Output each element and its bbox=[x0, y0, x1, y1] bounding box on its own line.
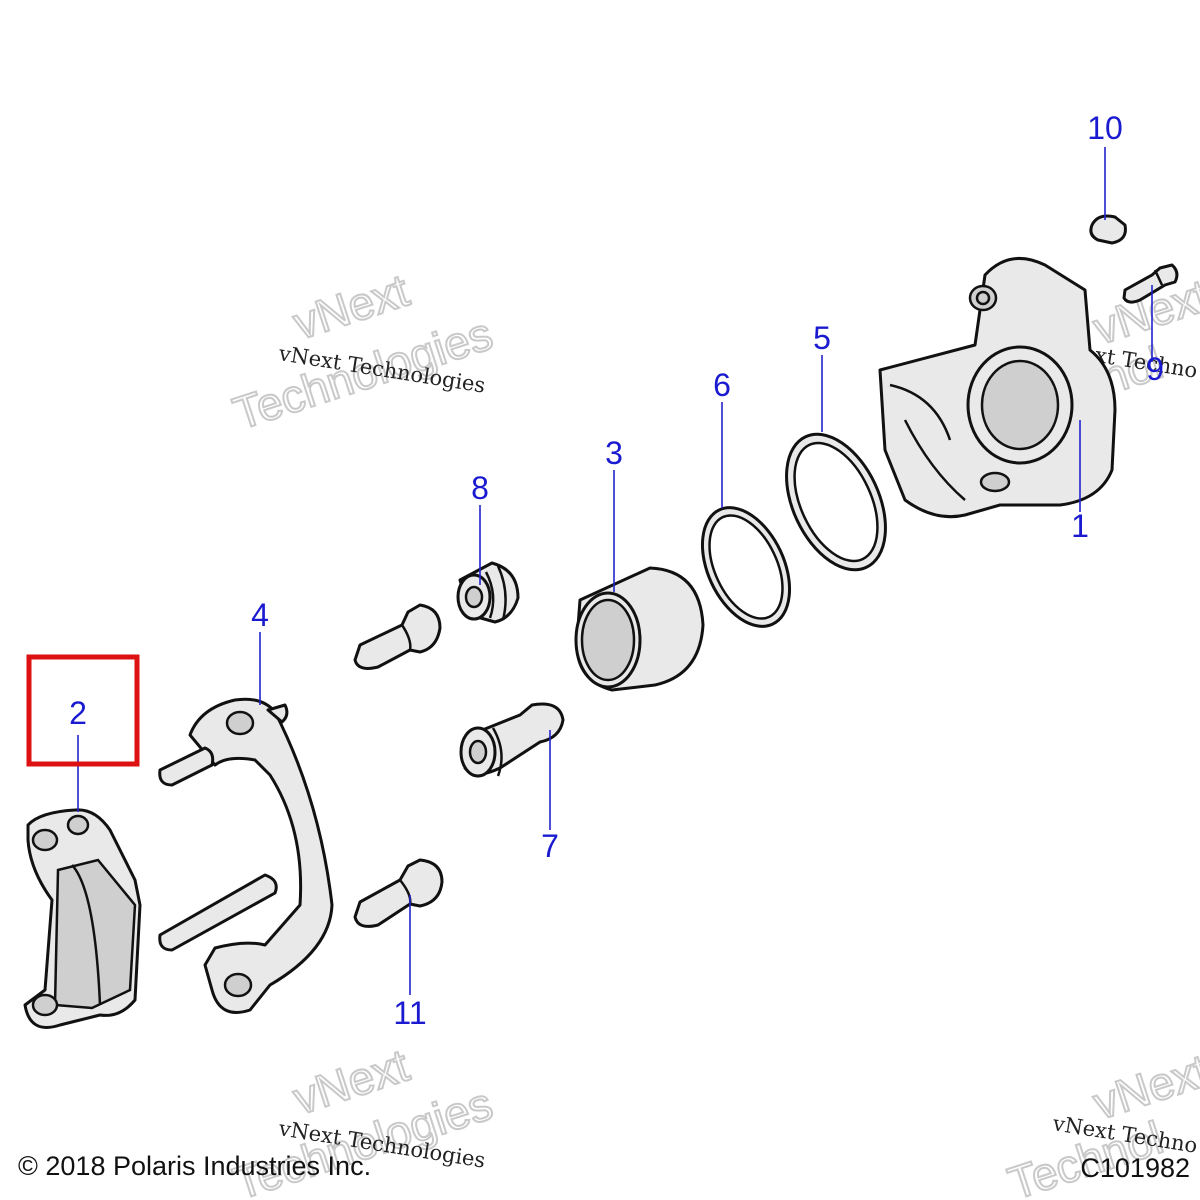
callout-10[interactable]: 10 bbox=[1087, 110, 1123, 146]
watermark-group-top-left: vNext Technologies vNext Technologies bbox=[226, 263, 499, 441]
part-2-brake-pad bbox=[23, 808, 142, 1029]
figure-code: C101982 bbox=[1080, 1153, 1190, 1183]
copyright-text: © 2018 Polaris Industries Inc. bbox=[18, 1151, 371, 1181]
callout-3[interactable]: 3 bbox=[605, 435, 623, 471]
part-1-caliper-housing bbox=[878, 257, 1117, 519]
callout-8[interactable]: 8 bbox=[471, 470, 489, 506]
callout-1[interactable]: 1 bbox=[1071, 508, 1089, 544]
part-8-pin-boot bbox=[456, 561, 520, 624]
callout-5[interactable]: 5 bbox=[813, 320, 831, 356]
part-3-piston bbox=[574, 566, 705, 692]
callout-7[interactable]: 7 bbox=[541, 828, 559, 864]
callout-6[interactable]: 6 bbox=[713, 367, 731, 403]
upper-mounting-bolt bbox=[353, 603, 442, 670]
highlight-box-callout-2 bbox=[26, 654, 140, 767]
part-4-caliper-bracket bbox=[158, 697, 334, 1014]
leader-lines bbox=[77, 147, 1153, 995]
callout-9[interactable]: 9 bbox=[1146, 351, 1164, 387]
callout-4[interactable]: 4 bbox=[251, 597, 269, 633]
callout-numbers: 1 2 3 4 5 6 7 8 9 10 11 bbox=[69, 110, 1164, 1031]
part-9-bleeder-screw bbox=[1122, 263, 1179, 304]
part-11-lower-bolt bbox=[353, 858, 444, 928]
part-6-small-seal-ring bbox=[700, 506, 792, 628]
part-5-large-seal-ring bbox=[785, 432, 887, 572]
part-7-slide-pin bbox=[459, 702, 565, 778]
callout-2[interactable]: 2 bbox=[69, 695, 87, 731]
part-10-bleeder-cap bbox=[1089, 214, 1127, 245]
callout-11[interactable]: 11 bbox=[393, 995, 426, 1031]
